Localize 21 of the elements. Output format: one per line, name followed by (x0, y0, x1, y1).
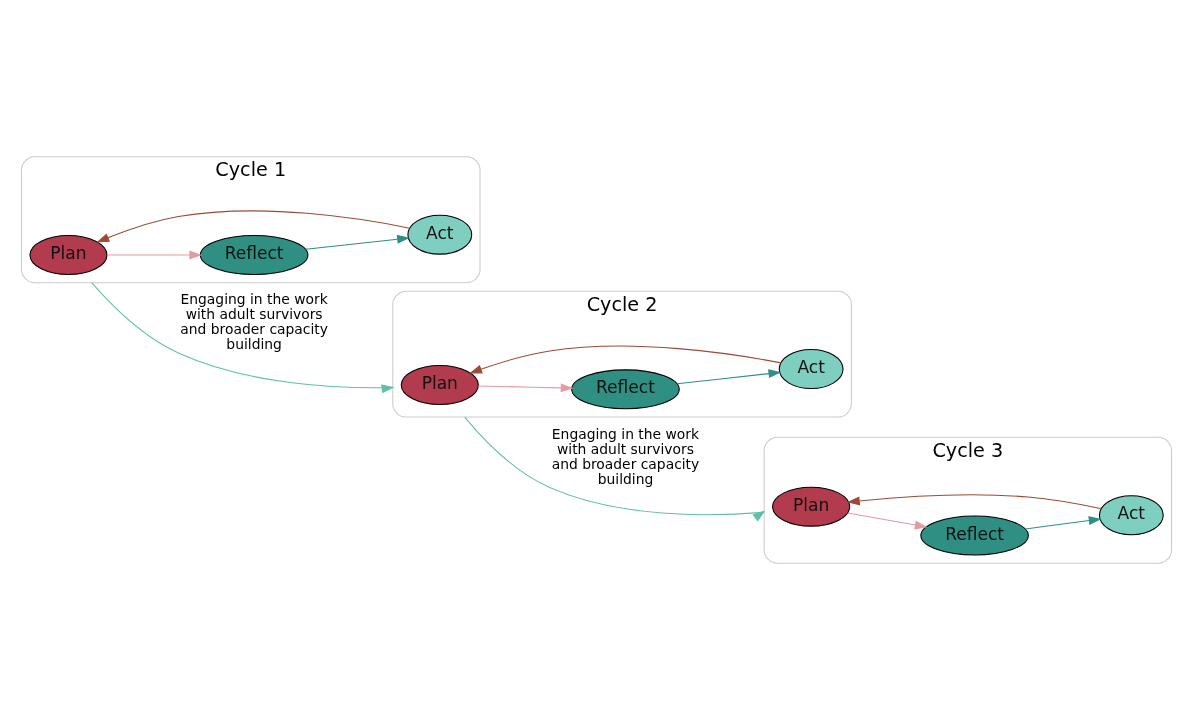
arrow (846, 493, 1102, 509)
arrow (676, 368, 782, 384)
arrow (1024, 515, 1102, 529)
edge-label: Engaging in the work with adult survivors and broader capacity building (180, 290, 328, 352)
node-ellipse: Act (1098, 494, 1164, 535)
arrow (305, 234, 410, 250)
arrow (477, 382, 574, 392)
node-ellipse: Act (407, 214, 473, 255)
node-ellipse: Reflect (571, 368, 680, 409)
arrow (106, 249, 203, 259)
arrow (96, 209, 411, 243)
node-ellipse: Reflect (199, 234, 309, 275)
node-ellipse: Reflect (920, 514, 1029, 555)
arrow (91, 281, 395, 393)
arrow (847, 511, 928, 529)
arrow (464, 416, 766, 522)
arrow (469, 345, 782, 374)
edge-label: Engaging in the work with adult survivors and broader capacity building (551, 425, 700, 487)
node-ellipse: Plan (400, 364, 479, 405)
node-ellipse: Plan (772, 486, 851, 527)
node-ellipse: Act (778, 348, 844, 389)
